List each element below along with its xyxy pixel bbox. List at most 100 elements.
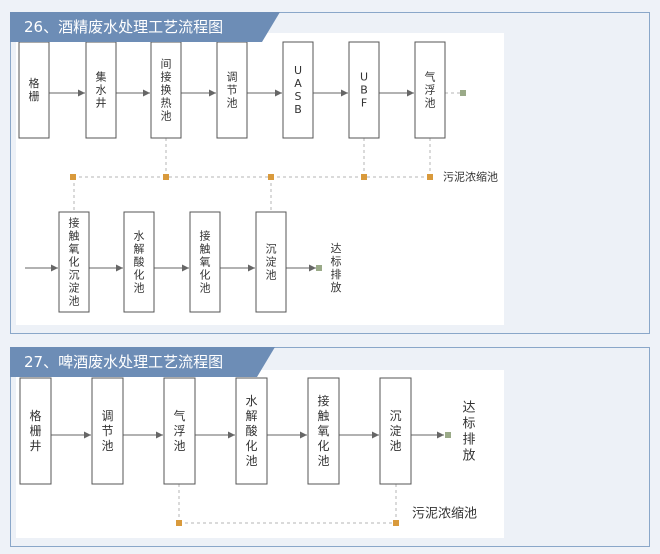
- process-box-b8-char: 氧: [69, 242, 80, 256]
- process-box-c5: [307, 377, 340, 485]
- process-box-b1: [18, 41, 50, 139]
- process-box-c4-char: 池: [245, 454, 257, 468]
- discharge-label-char: 放: [462, 449, 475, 464]
- process-box-c1-char: 格: [29, 408, 41, 423]
- sludge-node: [163, 174, 169, 180]
- process-box-c3-char: 气: [173, 408, 185, 423]
- discharge-label-char: 放: [331, 280, 342, 294]
- process-box-c5-char: 接: [317, 393, 329, 408]
- process-box-b3-char: 热: [161, 97, 172, 110]
- process-box-b8-char: 化: [69, 255, 80, 269]
- sludge-tank-label: 污泥浓缩池: [412, 506, 477, 522]
- process-box-c1-char: 井: [29, 439, 41, 453]
- process-box-b11-char: 沉: [266, 243, 277, 256]
- process-box-b4-char: 节: [227, 84, 238, 97]
- process-box-b1-char: 格: [29, 76, 40, 90]
- process-box-b7-char: 气: [425, 70, 436, 84]
- process-box-c3: [163, 377, 196, 485]
- discharge-label-char: 标: [462, 417, 475, 432]
- process-box-b6-char: F: [361, 97, 367, 110]
- sludge-node: [70, 174, 76, 180]
- process-box-b4-char: 池: [227, 97, 238, 110]
- process-box-b3-char: 间: [161, 58, 172, 71]
- process-box-c6-char: 池: [389, 439, 401, 453]
- process-box-c1-char: 栅: [29, 423, 41, 438]
- process-box-b9-char: 酸: [134, 255, 145, 269]
- sludge-node: [393, 520, 399, 526]
- process-box-b10-char: 化: [200, 268, 211, 282]
- process-box-b9: [123, 211, 155, 313]
- process-box-b11-char: 池: [266, 269, 277, 282]
- process-box-b8-char: 接: [69, 217, 80, 230]
- process-box-c5-char: 化: [317, 439, 329, 453]
- process-box-b10-char: 池: [200, 282, 211, 295]
- process-box-c2: [91, 377, 124, 485]
- process-box-b10-char: 触: [200, 242, 211, 256]
- process-box-b6-char: U: [360, 71, 368, 84]
- process-box-c5-char: 池: [317, 454, 329, 468]
- process-box-b9-char: 解: [134, 242, 145, 256]
- process-box-c2-char: 池: [101, 439, 113, 453]
- process-box-b7-char: 浮: [425, 84, 436, 97]
- section-title-27: 27、啤酒废水处理工艺流程图: [10, 347, 275, 377]
- terminal-node: [445, 432, 451, 438]
- discharge-label-char: 达: [331, 242, 342, 255]
- process-box-b10: [189, 211, 221, 313]
- process-box-b9-char: 化: [134, 268, 145, 282]
- process-box-b3: [150, 41, 182, 139]
- process-box-b5-char: B: [294, 103, 302, 116]
- process-box-b5: [282, 41, 314, 139]
- process-box-b6-char: B: [360, 84, 368, 97]
- process-box-b10-char: 氧: [200, 255, 211, 269]
- process-box-b7: [414, 41, 446, 139]
- process-box-b9-char: 水: [134, 230, 145, 243]
- terminal-node: [460, 90, 466, 96]
- process-box-b8-char: 池: [69, 295, 80, 308]
- process-box-c5-char: 氧: [317, 424, 329, 438]
- terminal-node: [316, 265, 322, 271]
- process-box-b8-char: 淀: [69, 281, 80, 295]
- process-box-b2-char: 水: [96, 84, 107, 97]
- process-box-c2-char: 调: [101, 409, 113, 423]
- process-box-c4-char: 化: [245, 439, 257, 453]
- discharge-label-char: 达: [462, 401, 475, 416]
- discharge-label-char: 排: [462, 433, 475, 448]
- sludge-node: [268, 174, 274, 180]
- process-box-c1: [19, 377, 52, 485]
- process-box-b10-char: 接: [200, 230, 211, 243]
- process-box-b2: [85, 41, 117, 139]
- process-box-b9-char: 池: [134, 282, 145, 295]
- sludge-node: [176, 520, 182, 526]
- process-box-c4: [235, 377, 268, 485]
- process-box-c6-char: 淀: [389, 424, 401, 438]
- sludge-node: [361, 174, 367, 180]
- process-box-c4-char: 解: [245, 409, 257, 423]
- process-box-b4: [216, 41, 248, 139]
- process-box-b3-char: 接: [161, 71, 172, 84]
- discharge-label-char: 排: [331, 267, 342, 281]
- process-box-c4-char: 水: [245, 394, 257, 408]
- process-box-b6: [348, 41, 380, 139]
- process-box-b11-char: 淀: [266, 255, 277, 269]
- process-box-b2-char: 井: [96, 96, 107, 110]
- process-box-b8: [58, 211, 90, 313]
- process-box-b5-char: A: [294, 77, 302, 90]
- sludge-tank-label: 污泥浓缩池: [443, 171, 498, 184]
- process-box-b8-char: 触: [69, 229, 80, 243]
- process-box-b5-char: S: [295, 90, 302, 103]
- process-box-b3-char: 池: [161, 110, 172, 123]
- process-box-c3-char: 浮: [173, 424, 185, 438]
- process-box-c2-char: 节: [101, 424, 113, 438]
- process-box-b2-char: 集: [96, 70, 107, 84]
- process-box-b4-char: 调: [227, 71, 238, 84]
- process-box-b3-char: 换: [161, 83, 172, 97]
- process-box-c6-char: 沉: [389, 409, 401, 423]
- process-box-c5-char: 触: [317, 409, 329, 423]
- process-box-b11: [255, 211, 287, 313]
- process-box-c4-char: 酸: [245, 423, 257, 438]
- process-box-b5-char: U: [294, 64, 302, 77]
- process-box-b1-char: 栅: [29, 89, 40, 103]
- process-box-c6: [379, 377, 412, 485]
- process-box-b7-char: 池: [425, 97, 436, 110]
